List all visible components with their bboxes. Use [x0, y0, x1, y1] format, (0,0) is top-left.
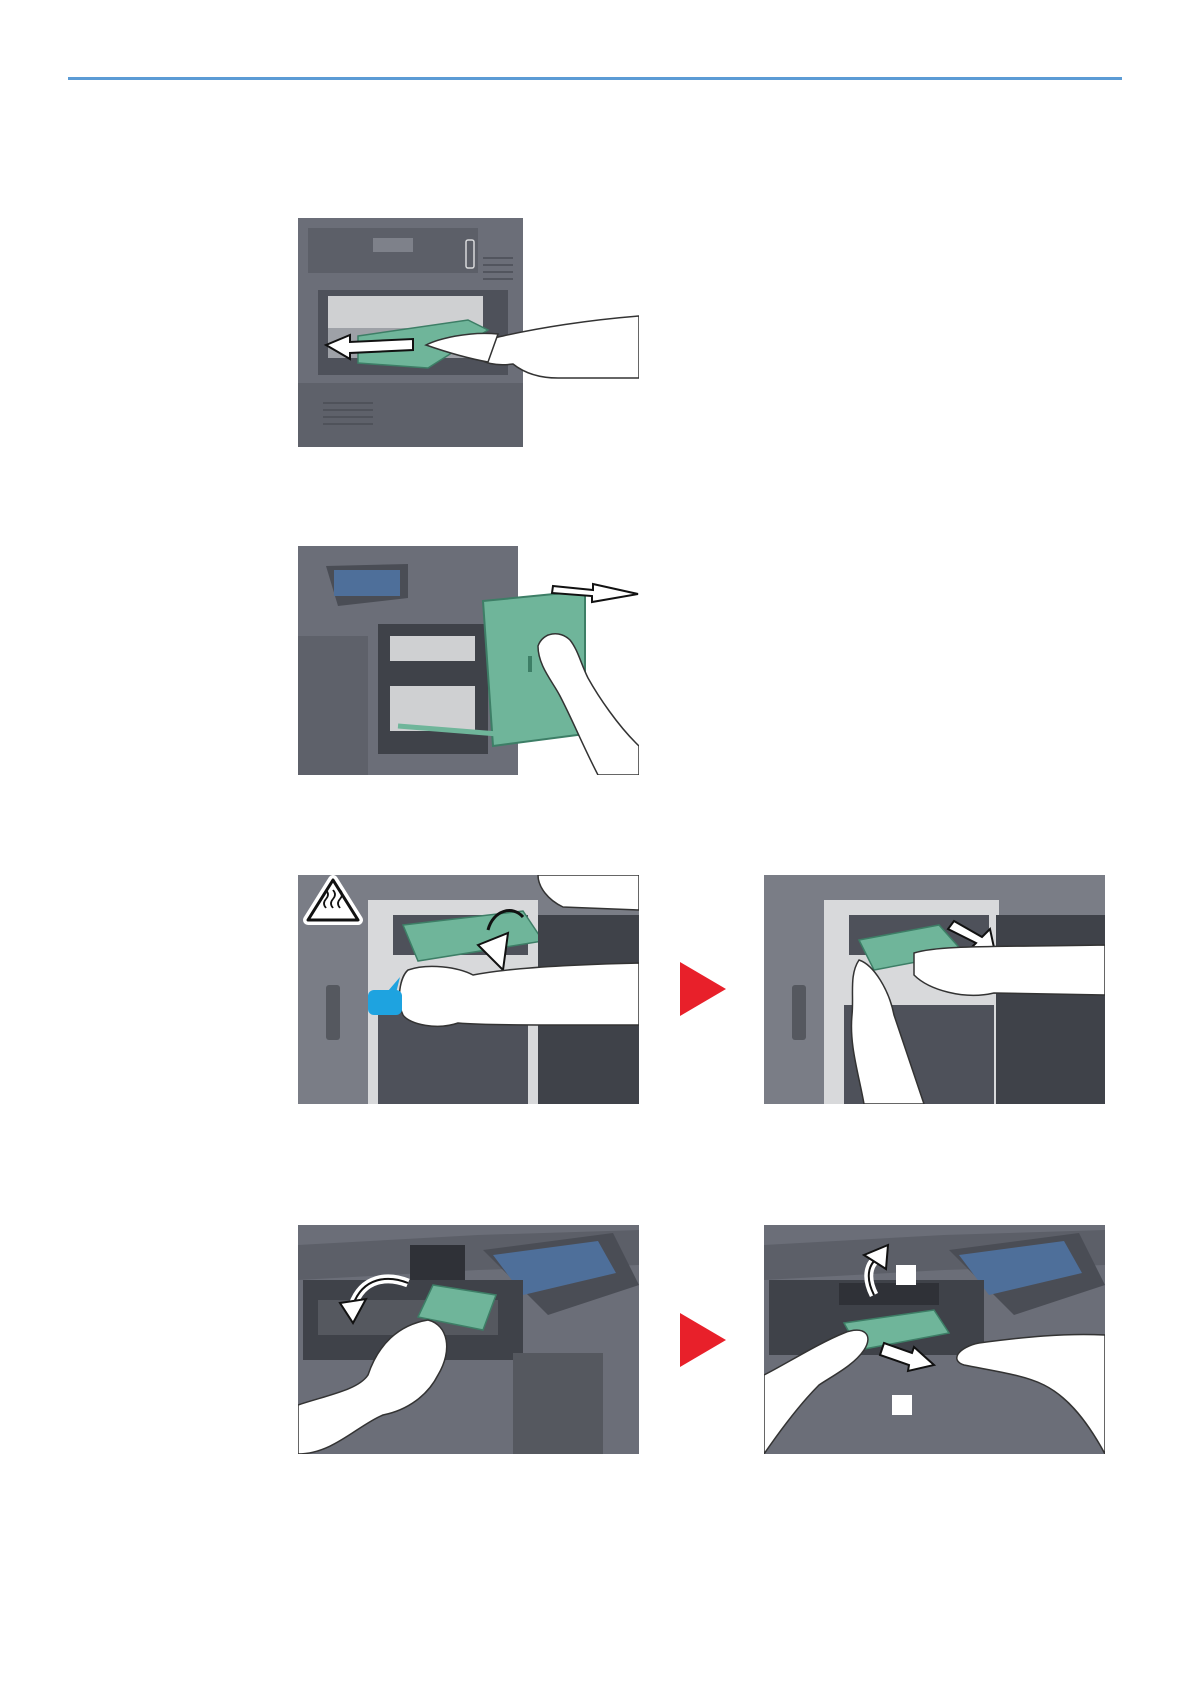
next-step-arrow-icon — [680, 962, 726, 1016]
remove-paper-from-fuser-illustration — [764, 875, 1105, 1104]
next-step-arrow-icon — [680, 1313, 726, 1367]
open-inner-tray-cover-illustration — [298, 1225, 639, 1454]
remove-paper-from-inner-tray-illustration — [764, 1225, 1105, 1454]
open-right-cover-illustration — [298, 546, 639, 775]
header-rule — [68, 77, 1122, 80]
pull-jammed-paper-illustration — [298, 218, 639, 447]
open-fuser-cover-illustration — [298, 875, 639, 1104]
